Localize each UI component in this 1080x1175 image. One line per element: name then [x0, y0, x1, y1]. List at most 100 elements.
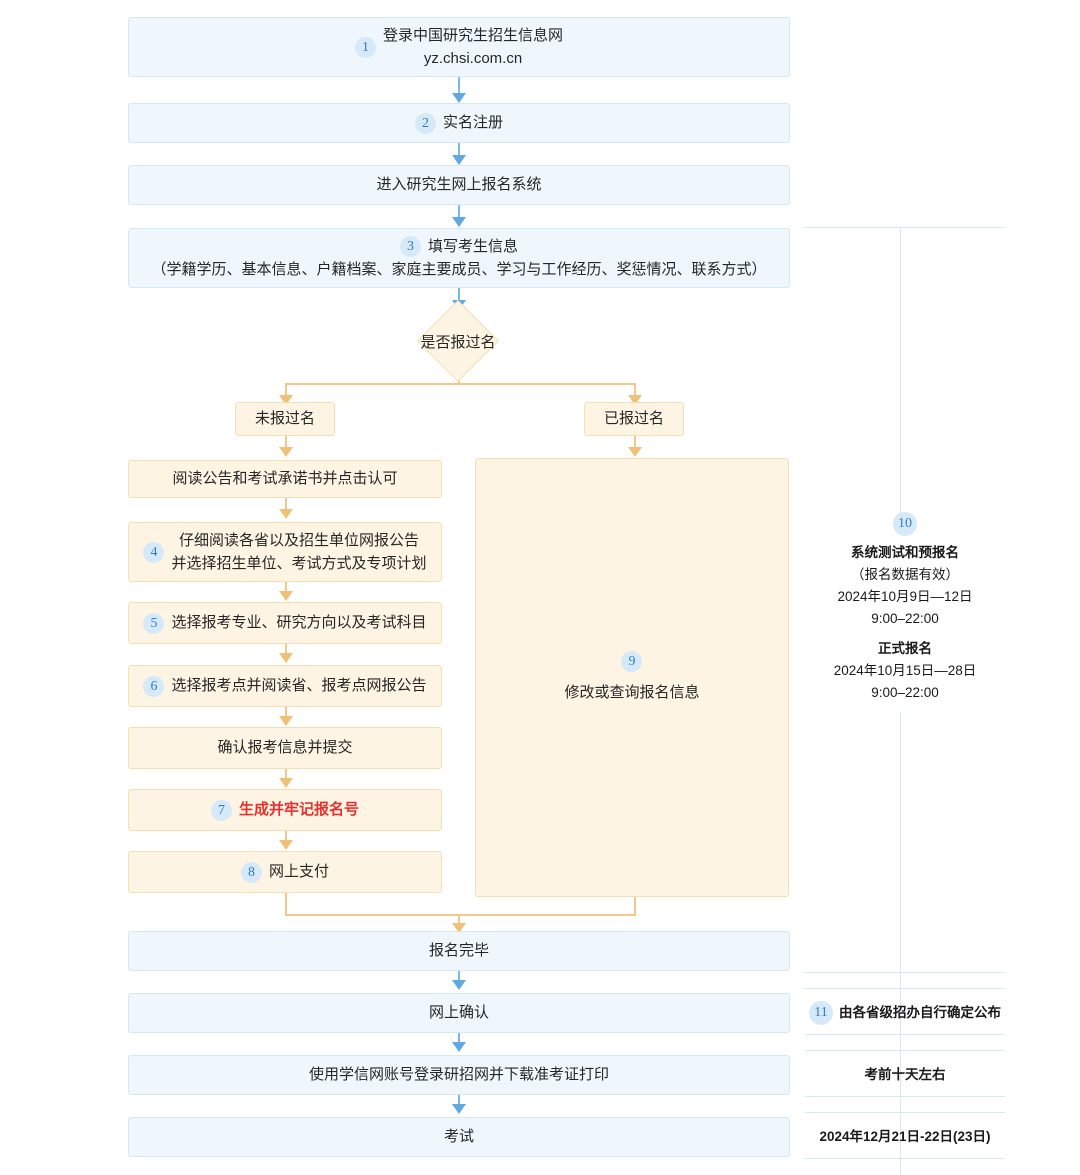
connector-merge-finish: [458, 914, 460, 924]
step7-label: 生成并牢记报名号: [238, 801, 359, 819]
step3-line2: （学籍学历、基本信息、户籍档案、家庭主要成员、学习与工作经历、奖惩情况、联系方式…: [151, 261, 767, 278]
badge-3: 3: [399, 235, 421, 257]
connector-left-4: [285, 644, 287, 654]
step2-label: 实名注册: [442, 114, 503, 132]
node-step7-generate-number[interactable]: 7 生成并牢记报名号: [128, 789, 442, 831]
badge-7: 7: [210, 799, 232, 821]
arrow-left-5: [279, 716, 293, 726]
node-exam[interactable]: 考试: [128, 1117, 790, 1157]
decision-label: 是否报过名: [420, 333, 496, 351]
connector-right-1: [634, 436, 636, 448]
exam-label: 考试: [443, 1128, 474, 1146]
node-confirm-submit[interactable]: 确认报考信息并提交: [128, 727, 442, 769]
node-read-notice[interactable]: 阅读公告和考试承诺书并点击认可: [128, 460, 442, 498]
node-step9-modify-query[interactable]: 9 修改或查询报名信息: [475, 458, 789, 897]
enter-system-label: 进入研究生网上报名系统: [376, 176, 542, 194]
badge-1: 1: [354, 36, 376, 58]
node-online-confirmation[interactable]: 网上确认: [128, 993, 790, 1033]
arrow-left-2: [279, 509, 293, 519]
step10-time1: 9:00–22:00: [871, 610, 939, 626]
node-step1-login[interactable]: 1 登录中国研究生招生信息网 yz.chsi.com.cn: [128, 17, 790, 77]
right-rule-ticket-bottom: [805, 1096, 1005, 1097]
connector-confirm-ticket: [458, 1033, 460, 1043]
step11-label: 由各省级招办自行确定公布: [839, 1005, 1001, 1021]
connector-1-2: [458, 77, 460, 95]
step4-line2: 并选择招生单位、考试方式及专项计划: [171, 555, 427, 572]
connector-bus-left: [285, 383, 287, 397]
connector-left-6: [285, 769, 287, 779]
step10-note: （报名数据有效）: [851, 566, 959, 582]
read-notice-label: 阅读公告和考试承诺书并点击认可: [172, 470, 398, 488]
arrow-left-7: [279, 840, 293, 850]
info-ticket-time: 考前十天左右: [805, 1061, 1005, 1089]
branch-right-text: 已报过名: [603, 410, 664, 428]
badge-5: 5: [143, 612, 165, 634]
right-rule-ticket-top: [805, 1050, 1005, 1051]
badge-11: 11: [809, 1001, 833, 1025]
node-step3-fill-info[interactable]: 3 填写考生信息 （学籍学历、基本信息、户籍档案、家庭主要成员、学习与工作经历、…: [128, 228, 790, 288]
split-bus: [285, 383, 635, 385]
badge-2: 2: [414, 112, 436, 134]
arrow-ticket-exam: [452, 1104, 466, 1114]
arrow-left-3: [279, 591, 293, 601]
step5-label: 选择报考专业、研究方向以及考试科目: [171, 614, 427, 632]
node-step8-online-payment[interactable]: 8 网上支付: [128, 851, 442, 893]
node-step5-select-major[interactable]: 5 选择报考专业、研究方向以及考试科目: [128, 602, 442, 644]
info-exam-date: 2024年12月21日-22日(23日): [805, 1123, 1005, 1151]
right-rule-confirm-top: [805, 988, 1005, 989]
online-confirm-label: 网上确认: [428, 1004, 489, 1022]
connector-bus-right: [634, 383, 636, 397]
branch-label-not-registered[interactable]: 未报过名: [235, 402, 335, 436]
connector-left-1: [285, 436, 287, 448]
arrow-bus-right: [628, 395, 642, 405]
connector-ticket-exam: [458, 1095, 460, 1105]
connector-left-5: [285, 707, 287, 717]
node-step6-select-site[interactable]: 6 选择报考点并阅读省、报考点网报公告: [128, 665, 442, 707]
step9-label: 修改或查询报名信息: [564, 683, 700, 701]
right-rule-exam-bottom: [805, 1158, 1005, 1159]
merge-stub-right: [634, 897, 636, 915]
branch-label-already-registered[interactable]: 已报过名: [584, 402, 684, 436]
right-column-vertical-rule-2: [900, 712, 901, 972]
node-step2-register[interactable]: 2 实名注册: [128, 103, 790, 143]
step10-heading1: 系统测试和预报名: [851, 545, 959, 560]
step8-label: 网上支付: [268, 863, 329, 881]
merge-stub-left: [285, 893, 287, 915]
step10-date2: 2024年10月15日—28日: [833, 663, 977, 679]
info-step10-schedule: 10 系统测试和预报名 （报名数据有效） 2024年10月9日—12日 9:00…: [805, 512, 1005, 704]
merge-bus: [285, 914, 636, 916]
step6-label: 选择报考点并阅读省、报考点网报公告: [171, 677, 427, 695]
arrow-left-1: [279, 447, 293, 457]
badge-8: 8: [240, 861, 262, 883]
arrow-left-4: [279, 653, 293, 663]
branch-left-text: 未报过名: [254, 410, 315, 428]
step4-line1: 仔细阅读各省以及招生单位网报公告: [178, 531, 419, 549]
right-rule-exam-top: [805, 1112, 1005, 1113]
connector-left-2: [285, 498, 287, 510]
ticket-time-label: 考前十天左右: [864, 1067, 946, 1083]
step10-date1: 2024年10月9日—12日: [837, 588, 973, 604]
node-enter-system[interactable]: 进入研究生网上报名系统: [128, 165, 790, 205]
right-column-vertical-rule: [900, 227, 901, 517]
node-download-admission-ticket[interactable]: 使用学信网账号登录研招网并下载准考证打印: [128, 1055, 790, 1095]
arrow-merge-finish: [452, 923, 466, 933]
connector-left-7: [285, 831, 287, 841]
arrow-2-3: [452, 155, 466, 165]
badge-9: 9: [621, 650, 643, 672]
arrow-1-2: [452, 93, 466, 103]
badge-6: 6: [143, 675, 165, 697]
connector-4-diamond: [458, 288, 460, 302]
connector-2-3: [458, 143, 460, 157]
badge-4: 4: [143, 541, 165, 563]
arrow-left-6: [279, 778, 293, 788]
step10-time2: 9:00–22:00: [871, 685, 939, 701]
step10-heading2: 正式报名: [878, 641, 932, 657]
arrow-confirm-ticket: [452, 1042, 466, 1052]
exam-date-label: 2024年12月21日-22日(23日): [819, 1129, 991, 1145]
right-column-vertical-rule-3: [900, 972, 901, 1175]
node-step4-read-province[interactable]: 4 仔细阅读各省以及招生单位网报公告 并选择招生单位、考试方式及专项计划: [128, 522, 442, 582]
node-registration-finished[interactable]: 报名完毕: [128, 931, 790, 971]
right-rule-finish: [805, 972, 1005, 973]
confirm-submit-label: 确认报考信息并提交: [217, 739, 353, 757]
